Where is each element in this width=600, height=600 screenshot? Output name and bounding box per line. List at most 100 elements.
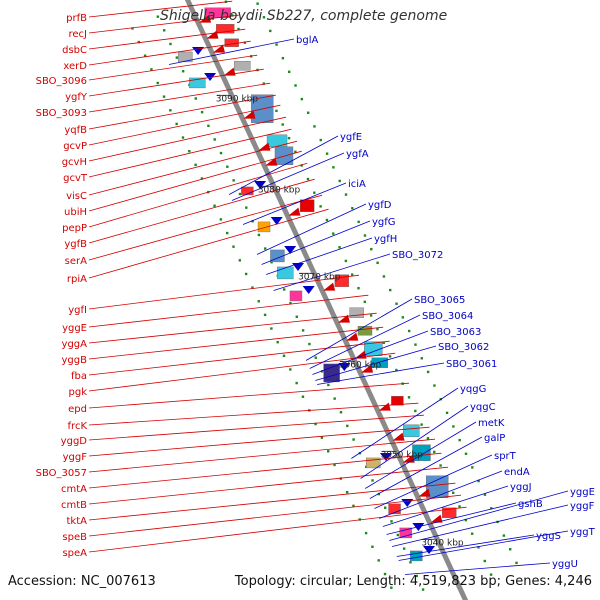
- leader-line: [88, 312, 377, 344]
- track-dot: [270, 327, 273, 330]
- gene-label-sbo-3061: SBO_3061: [446, 359, 497, 370]
- gene-label-yggf: yggF: [63, 452, 88, 463]
- gene-label-sbo-3057: SBO_3057: [36, 468, 87, 479]
- leader-line: [365, 421, 477, 489]
- track-dot: [426, 437, 430, 440]
- track-dot: [287, 136, 291, 140]
- track-dot: [257, 300, 260, 303]
- track-dot: [150, 68, 153, 71]
- track-dot: [458, 438, 461, 442]
- gene-label-ygga: yggA: [62, 339, 88, 350]
- map-title: Shigella boydii Sb227, complete genome: [160, 8, 448, 24]
- forward-arrow: [361, 364, 374, 373]
- gene-label-yggd: yggD: [61, 436, 88, 447]
- kbp-label: 3080 kbp: [258, 186, 301, 196]
- leader-line: [360, 405, 469, 479]
- gene-label-sbo-3096: SBO_3096: [36, 76, 87, 87]
- leader-line: [88, 208, 329, 279]
- gene-label-ygfb: ygfB: [64, 239, 87, 250]
- leader-line: [389, 490, 569, 541]
- gene-label-yggs: yggS: [536, 531, 561, 542]
- gene-label-sbo-3062: SBO_3062: [438, 342, 489, 353]
- reverse-arrow: [284, 246, 297, 255]
- track-dot: [357, 286, 360, 290]
- gene-label-rpia: rpiA: [67, 274, 87, 285]
- leader-line: [351, 387, 459, 459]
- track-dot: [346, 424, 349, 428]
- gene-block: [442, 507, 457, 518]
- gene-block: [349, 307, 364, 318]
- track-dot: [282, 288, 286, 291]
- track-dot: [169, 109, 172, 112]
- track-dot: [433, 450, 436, 454]
- track-dot: [269, 29, 272, 33]
- track-dot: [295, 315, 298, 318]
- track-dot: [345, 491, 349, 494]
- leader-line: [88, 40, 251, 66]
- leader-line: [88, 452, 442, 489]
- leader-line: [392, 504, 569, 547]
- gene-label-recj: recJ: [69, 29, 88, 40]
- gene-block: [241, 186, 254, 196]
- track-dot: [439, 464, 442, 467]
- gene-block: [215, 24, 235, 34]
- track-dot: [351, 207, 354, 210]
- forward-arrow: [288, 207, 301, 216]
- track-dot: [371, 545, 374, 548]
- gene-label-gcvp: gcvP: [63, 141, 87, 152]
- leader-line: [382, 485, 509, 527]
- leader-line: [88, 28, 246, 50]
- forward-arrow: [323, 282, 336, 291]
- gene-label-epd: epd: [68, 404, 87, 415]
- track-dot: [333, 397, 336, 400]
- gene-label-yggf: yggF: [570, 501, 595, 512]
- gene-label-cmta: cmtA: [61, 484, 87, 495]
- track-dot: [409, 561, 412, 564]
- track-dot: [477, 546, 480, 549]
- track-dot: [275, 109, 278, 113]
- leader-line: [88, 382, 410, 409]
- leader-line: [88, 274, 360, 310]
- track-dot: [363, 234, 367, 237]
- track-dot: [276, 340, 279, 344]
- track-dot: [477, 479, 480, 483]
- track-dot: [219, 151, 223, 155]
- gene-block: [299, 199, 315, 212]
- leader-line: [396, 534, 535, 557]
- track-dot: [289, 368, 292, 371]
- track-dot: [407, 329, 411, 333]
- gene-label-ygge: yggE: [570, 487, 595, 498]
- track-dot: [262, 16, 266, 19]
- gene-block: [224, 38, 239, 47]
- track-dot: [464, 452, 468, 455]
- gene-label-gshb: gshB: [518, 499, 543, 510]
- track-dot: [188, 150, 191, 153]
- leader-line: [88, 140, 298, 196]
- track-dot: [245, 206, 248, 209]
- gene-label-pgk: pgk: [69, 387, 88, 398]
- gene-label-sprt: sprT: [494, 451, 517, 462]
- leader-line: [386, 502, 517, 535]
- gene-block: [189, 77, 206, 89]
- forward-arrow: [430, 514, 443, 523]
- gene-label-sbo-3072: SBO_3072: [392, 250, 443, 261]
- track-dot: [370, 247, 373, 251]
- track-dot: [313, 125, 316, 128]
- leader-line: [88, 68, 264, 97]
- leader-line: [266, 237, 373, 275]
- track-dot: [327, 383, 330, 387]
- gene-label-cmtb: cmtB: [61, 500, 87, 511]
- gene-block: [410, 550, 423, 562]
- leader-line: [305, 298, 413, 361]
- gene-block: [257, 221, 271, 233]
- track-dot: [257, 233, 261, 237]
- gene-label-ygfh: ygfH: [374, 234, 397, 245]
- track-dot: [395, 302, 398, 305]
- gene-label-pepp: pepP: [62, 223, 87, 234]
- leader-line: [88, 426, 430, 457]
- track-dot: [320, 370, 324, 373]
- leader-line: [168, 38, 295, 65]
- track-dot: [294, 150, 297, 153]
- leader-line: [88, 116, 287, 162]
- leader-line: [88, 94, 276, 130]
